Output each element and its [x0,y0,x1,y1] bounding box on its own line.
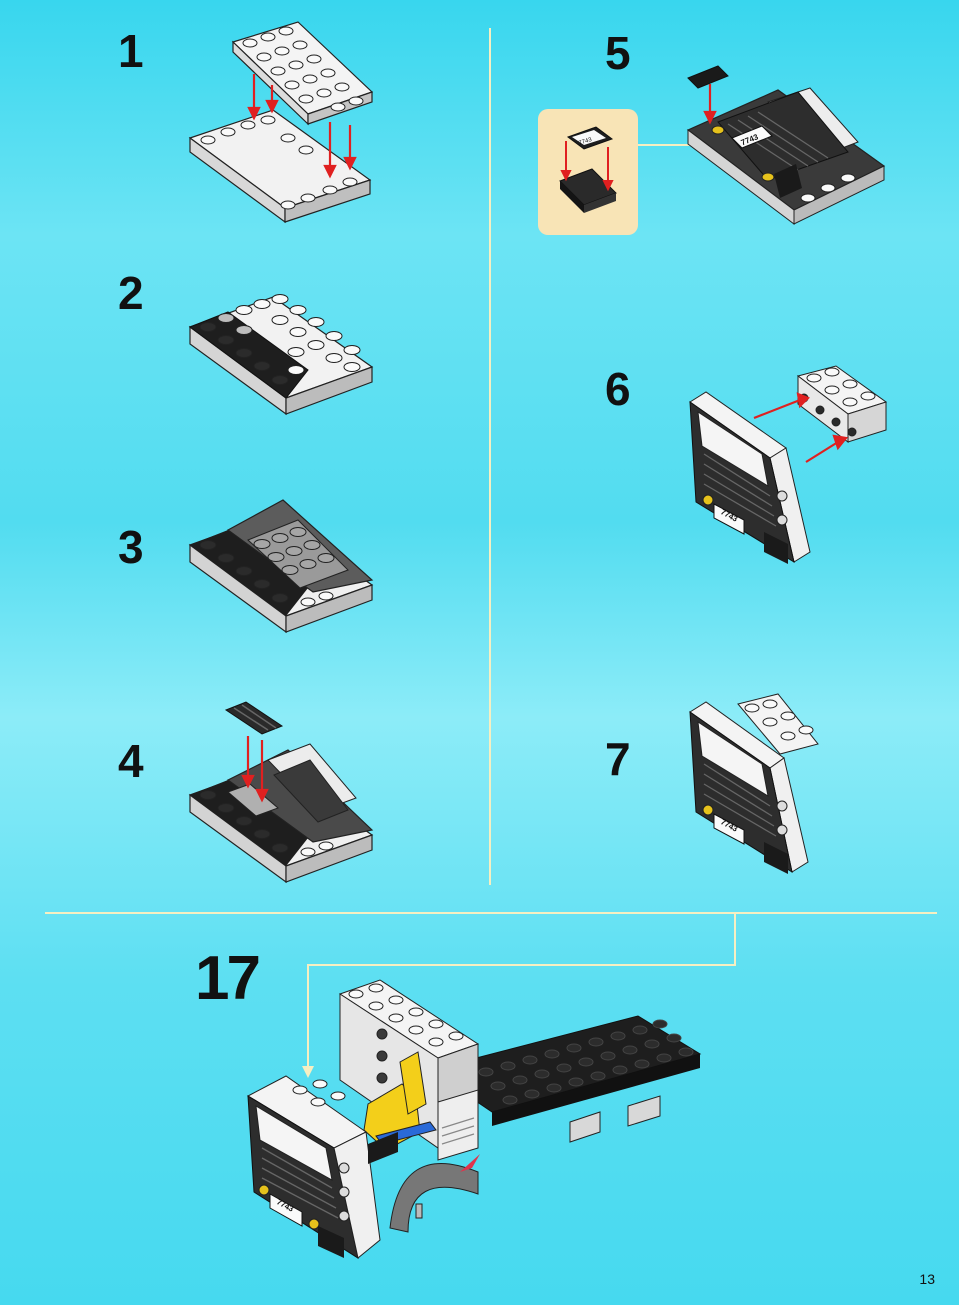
main-step-number: 17 [195,944,261,1013]
column-divider [489,28,491,885]
step-1-figure [188,21,374,224]
step-5-figure: 7743 [686,65,886,226]
step-2-figure [188,294,374,416]
step-6-figure: 7743 [689,365,888,564]
page-number: 13 [919,1271,935,1287]
step-number-4: 4 [118,735,144,787]
plate-text-small: 7743 [578,137,593,147]
step-number-5: 5 [605,27,631,79]
license-plate-subassembly: 7743 [559,126,617,213]
step-7-figure: 7743 [689,693,819,874]
step-3-figure [188,499,374,634]
step-17-truck-figure: 7743 [246,979,702,1260]
step-number-1: 1 [118,25,144,77]
step-number-7: 7 [605,733,631,785]
step-number-3: 3 [118,521,144,573]
step-number-6: 6 [605,363,631,415]
section-divider [45,912,937,914]
step-4-figure [188,701,374,884]
step-number-2: 2 [118,267,144,319]
